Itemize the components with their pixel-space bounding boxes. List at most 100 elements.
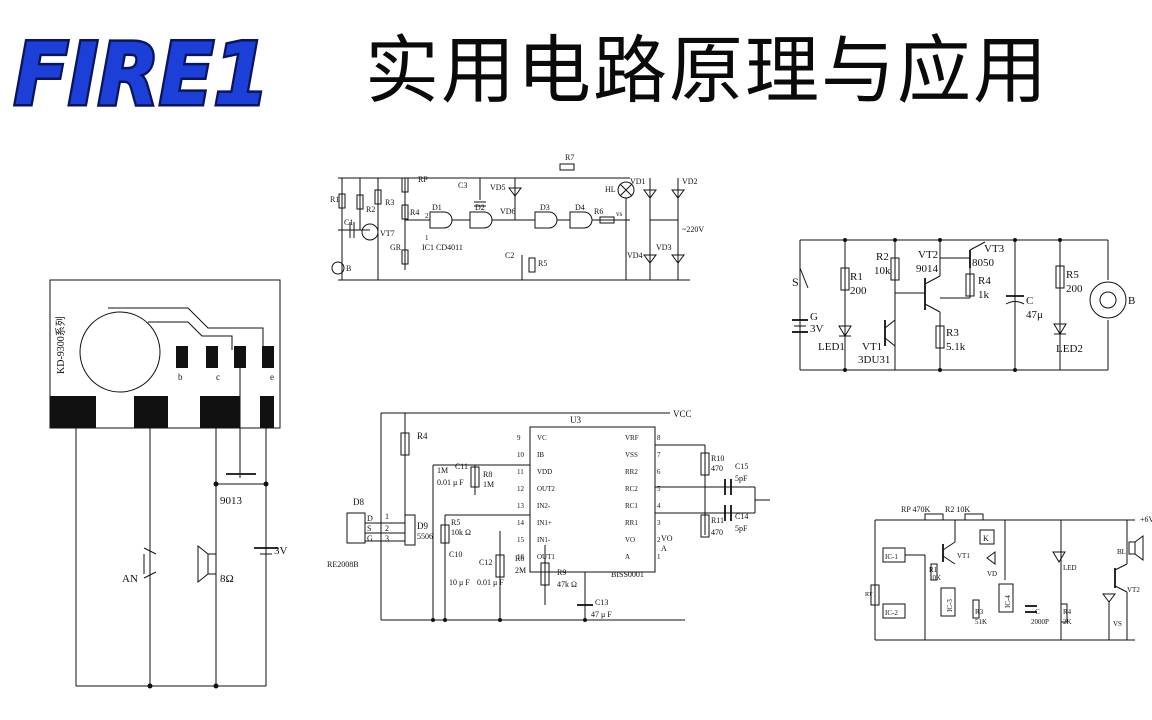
label-r3: R3 [385,198,394,207]
label-r7: R7 [565,153,574,162]
u3-pin-name: VDD [537,468,552,476]
label-r3: R3 [946,327,959,339]
label-r10-value: 470 [711,464,723,473]
label-r5: R5 [451,518,460,527]
circuit3-wires [49,279,281,689]
label-c12: C12 [479,558,492,567]
label-re2008b: RE2008B [327,560,359,569]
label-r8: R8 [483,470,492,479]
label-rp: RP [418,175,428,184]
u3-pin-num: 6 [657,468,661,476]
label-ic: BISS0001 [611,570,644,579]
label-vd5: VD5 [490,183,506,192]
label-vt1: VT1 [957,552,970,560]
label-r5-value: 10k Ω [451,528,471,537]
label-r5-value: 200 [1066,283,1083,295]
label-pin1: 1 [425,234,429,242]
u3-pin-num: 3 [657,519,661,527]
label-vcc: VCC [673,409,692,419]
label-r3-value: 5.1k [946,341,966,353]
u3-pin-num: 5 [657,485,661,493]
label-led2: LED2 [1056,343,1083,355]
u3-pin-name: OUT2 [537,485,555,493]
thermistor-alarm-circuit: RP 470K R2 10K +6V IC-1 IC-2 IC-3 IC-4 V… [865,505,1152,641]
label-a-out: A [661,544,667,553]
u3-pin-num: 11 [517,468,524,476]
label-r4: R4 [417,431,428,441]
label-vd2: VD2 [682,177,698,186]
label-vd1: VD1 [630,177,646,186]
label-d1: D1 [432,203,442,212]
label-r9-value: 47k Ω [557,580,577,589]
label-ic4: IC-4 [1004,595,1012,608]
circuit5-wires [870,513,1144,641]
u3-pin-name: IN2- [537,502,551,510]
u3-pin-name: IN1+ [537,519,552,527]
u3-pin-num: 12 [517,485,525,493]
label-d8: D8 [353,497,364,507]
label-series: KD-9300系列 [54,316,67,374]
label-e-pin: e [270,372,274,382]
label-led1: LED1 [818,341,845,353]
u3-pin-num: 14 [517,519,525,527]
label-r1: R1 [330,195,339,204]
label-r9: R9 [557,568,566,577]
label-s: S [792,275,799,289]
label-rt: RT [865,592,873,598]
circuit2-wires [792,238,1127,372]
label-c-value: 2000P [1031,618,1049,626]
label-c14-value: 5pF [735,524,748,533]
u3-pin-num: 8 [657,434,661,442]
label-r4: R4 [978,275,991,287]
u3-pin-name: IB [537,451,544,459]
label-voltage: 3V [274,545,288,557]
label-r1: R1 [850,271,863,283]
label-r4-value: 1k [978,289,990,301]
light-control-circuit: R7 RP R1 R2 R3 R4 C1 VT7 GR D1 D2 D3 D4 … [330,153,704,281]
fire1-logo: FIRE1 [12,23,272,121]
label-vd: VD [987,570,997,578]
u3-pin-name: VC [537,434,547,442]
label-ic3: IC-3 [946,599,954,612]
page-title: 实用电路原理与应用 [365,28,1049,114]
label-c: C [1026,295,1033,307]
label-r11: R11 [711,516,724,525]
u3-pin-name: RC1 [625,502,638,510]
label-r1-value: 10K [929,574,941,582]
label-r2-value: 10k [874,265,891,277]
label-transistor: 9013 [220,495,243,507]
circuit1-wires [331,163,690,281]
label-r6-value: 2M [515,566,526,575]
u3-pin-name: RC2 [625,485,638,493]
u3-pin-num: 16 [517,553,525,561]
label-vd6: VD6 [500,207,516,216]
label-6v: +6V [1140,515,1152,524]
label-vs: vs [616,210,623,218]
label-hl: HL [605,185,616,194]
label-r3-value: 51K [975,618,987,626]
u3-pin-num: 7 [657,451,661,459]
label-pin-s: S [367,524,371,533]
label-led: LED [1063,564,1077,572]
label-pin2: 2 [425,212,429,220]
label-vo-out: VO [661,534,673,543]
label-vt3: VT3 [984,243,1005,255]
label-c-value: 47μ [1026,309,1043,321]
label-c11-value: 0.01 μ F [437,478,464,487]
label-bl: BL [1117,548,1126,556]
label-ic1: IC1 CD4011 [422,243,463,252]
u3-pin-name: A [625,553,630,561]
label-c-pin: c [216,372,220,382]
label-d9-value: 5506 [417,532,433,541]
label-r4-value: 2K [1063,618,1072,626]
label-c15-value: 5pF [735,474,748,483]
label-vt2: VT2 [1127,586,1140,594]
label-c14: C14 [735,512,748,521]
label-ic1: IC-1 [885,553,898,561]
u3-pin-num: 13 [517,502,525,510]
label-d9: D9 [417,521,428,531]
label-vt3-value: 8050 [972,257,995,269]
label-n3: 3 [385,534,389,543]
label-c10: C10 [449,550,462,559]
u3-pin-num: 15 [517,536,525,544]
